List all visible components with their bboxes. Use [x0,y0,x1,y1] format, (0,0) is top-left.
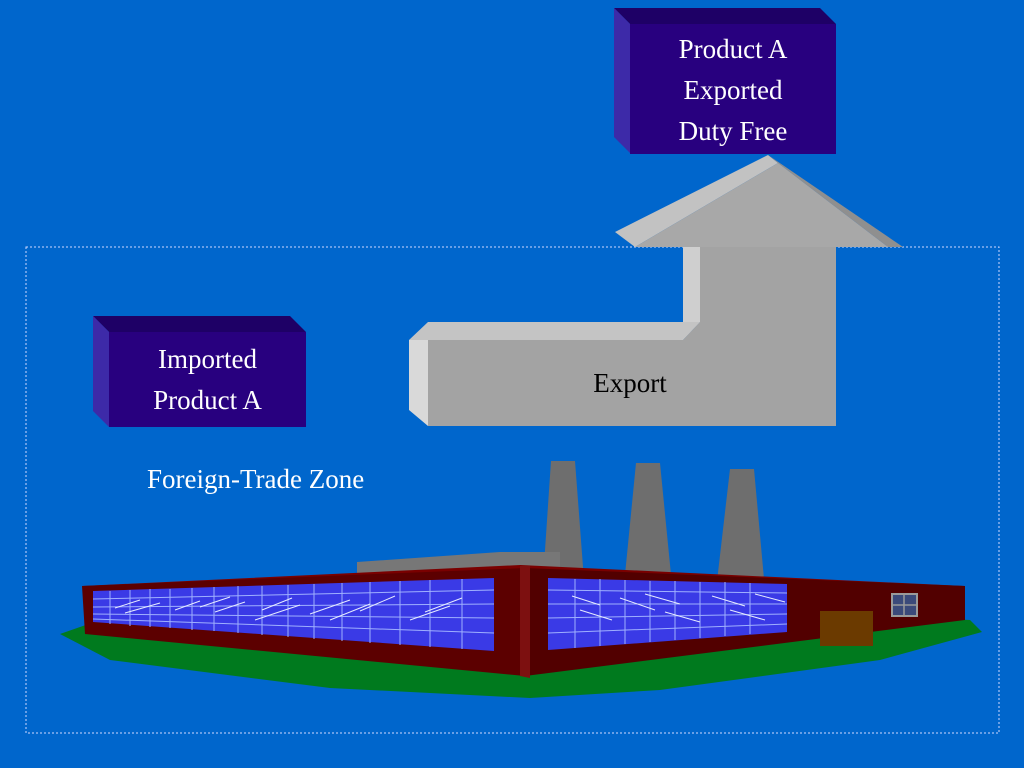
export-arrow [409,155,903,426]
export-result-line-2: Exported [683,75,783,105]
import-product-label: Imported Product A [109,339,306,421]
factory-small-window [891,593,918,617]
export-result-line-1: Product A [678,34,788,64]
factory-building [60,461,982,698]
arrow-head-left-facet [615,155,778,247]
import-product-box [93,316,306,427]
export-result-box [614,8,836,154]
export-result-label: Product A Exported Duty Free [630,29,836,152]
factory-left-windows [92,578,495,651]
smokestack-3 [716,469,765,590]
factory-right-windows [547,578,788,650]
arrow-arm-top-bevel [409,322,700,340]
zone-boundary [25,246,1000,734]
arrow-shaft-left-bevel [683,247,700,340]
smokestack-1 [543,461,584,580]
arrow-front-face [428,247,836,426]
zone-label: Foreign-Trade Zone [147,464,365,494]
factory-door [820,611,873,646]
arrow-head-face [635,163,888,247]
export-arrow-label: Export [593,368,667,398]
import-product-line-2: Product A [153,385,262,415]
arrow-head-right-facet [768,155,903,247]
export-result-line-3: Duty Free [678,116,788,146]
smokestack-2 [624,463,672,585]
arrow-arm-left-bevel [409,340,428,426]
import-product-line-1: Imported [158,344,257,374]
factory-corner [520,566,530,678]
